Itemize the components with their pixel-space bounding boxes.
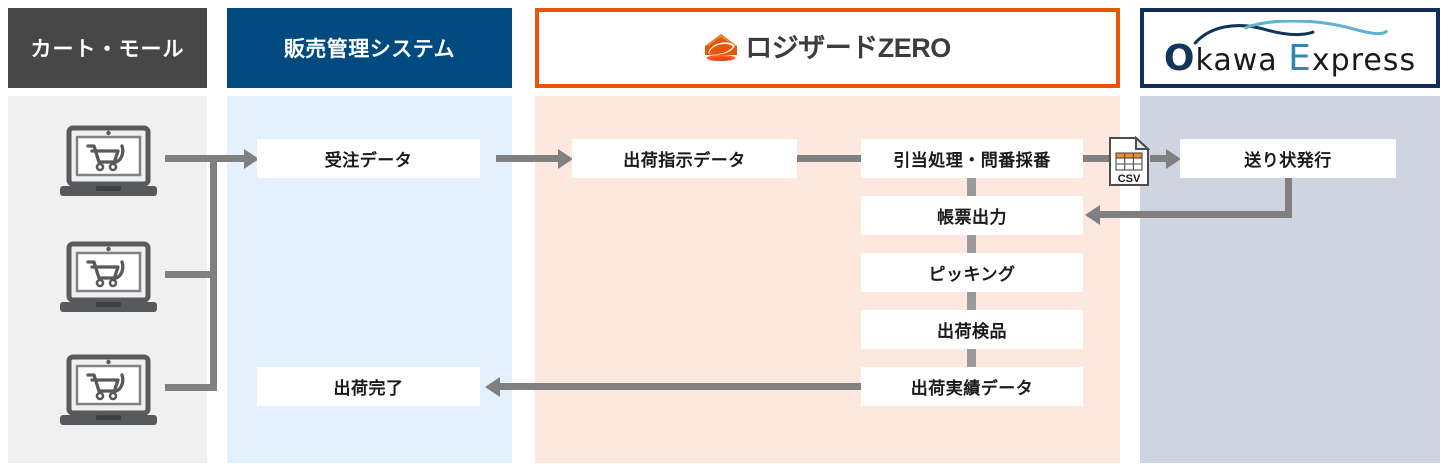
logizard-zero-wordmark: ロジザードZERO (745, 32, 951, 63)
node-order-data-label: 受注データ (324, 151, 413, 170)
okawa-text-kawa: kawa (1195, 42, 1289, 78)
node-picking-label: ピッキング (928, 265, 1016, 284)
header-cart-mall-label: カート・モール (30, 38, 185, 61)
logizard-zero-logo: ロジザードZERO (704, 33, 951, 63)
connector-form-picking (967, 235, 976, 253)
okawa-express-logo: Okawa Express (1163, 19, 1417, 79)
header-sales-system: 販売管理システム (227, 8, 512, 88)
okawa-text-xpress: xpress (1311, 42, 1417, 78)
line-instruction-to-allocation (797, 155, 861, 162)
svg-text:CSV: CSV (1118, 173, 1141, 185)
csv-file-icon: CSV (1109, 136, 1150, 186)
header-okawa-express: Okawa Express (1140, 8, 1440, 88)
arrow-waybill-to-form-head (1085, 204, 1100, 225)
header-logizard-zero: ロジザードZERO (535, 8, 1120, 88)
laptop-cart-icon (60, 241, 157, 312)
node-picking[interactable]: ピッキング (861, 253, 1083, 292)
laptop-bus-trunk (210, 155, 217, 391)
node-waybill-issue-label: 送り状発行 (1244, 151, 1332, 170)
connector-picking-inspection (967, 292, 976, 310)
okawa-letter-o: O (1163, 37, 1196, 79)
arrow-csv-to-waybill-line (1150, 155, 1169, 162)
arrow-result-to-complete-head (485, 376, 500, 397)
header-cart-mall: カート・モール (8, 8, 207, 88)
arrow-csv-to-waybill-head (1166, 148, 1181, 169)
node-ship-result[interactable]: 出荷実績データ (861, 367, 1083, 406)
line-allocation-to-csv (1083, 155, 1109, 162)
arrow-cart-to-order-head (244, 148, 259, 169)
connector-inspection-result (967, 349, 976, 367)
node-form-output[interactable]: 帳票出力 (861, 196, 1083, 235)
arrow-order-to-instruction-head (558, 148, 573, 169)
node-ship-inspection-label: 出荷検品 (937, 322, 1007, 341)
node-allocation-label: 引当処理・問番採番 (893, 151, 1051, 170)
arrow-cart-to-order-line (210, 155, 244, 162)
okawa-letter-e: E (1288, 37, 1312, 79)
node-ship-complete[interactable]: 出荷完了 (257, 367, 480, 406)
laptop-bus-stub-3 (165, 384, 217, 391)
laptop-cart-icon (60, 125, 157, 196)
node-ship-inspection[interactable]: 出荷検品 (861, 310, 1083, 349)
node-ship-instruction[interactable]: 出荷指示データ (572, 139, 797, 178)
car-silhouette-icon (1193, 19, 1388, 44)
laptop-bus-stub-2 (165, 271, 217, 278)
okawa-express-wordmark: Okawa Express (1163, 37, 1417, 79)
arrow-result-to-complete-line (500, 383, 861, 390)
node-ship-instruction-label: 出荷指示データ (623, 151, 746, 170)
node-waybill-issue[interactable]: 送り状発行 (1180, 139, 1396, 178)
connector-allocation-form (967, 178, 976, 196)
node-form-output-label: 帳票出力 (937, 208, 1007, 227)
node-ship-complete-label: 出荷完了 (333, 379, 404, 398)
arrow-waybill-to-form-horizontal (1100, 211, 1292, 218)
node-order-data[interactable]: 受注データ (257, 139, 480, 178)
arrow-order-to-instruction-line (496, 155, 558, 162)
node-allocation[interactable]: 引当処理・問番採番 (861, 139, 1083, 178)
logizard-house-icon (705, 34, 738, 61)
header-sales-system-label: 販売管理システム (283, 38, 456, 61)
laptop-cart-icon (60, 354, 157, 425)
arrow-waybill-to-form-vertical (1285, 178, 1292, 218)
node-ship-result-label: 出荷実績データ (910, 379, 1034, 398)
laptop-bus-stub-1 (165, 155, 217, 162)
